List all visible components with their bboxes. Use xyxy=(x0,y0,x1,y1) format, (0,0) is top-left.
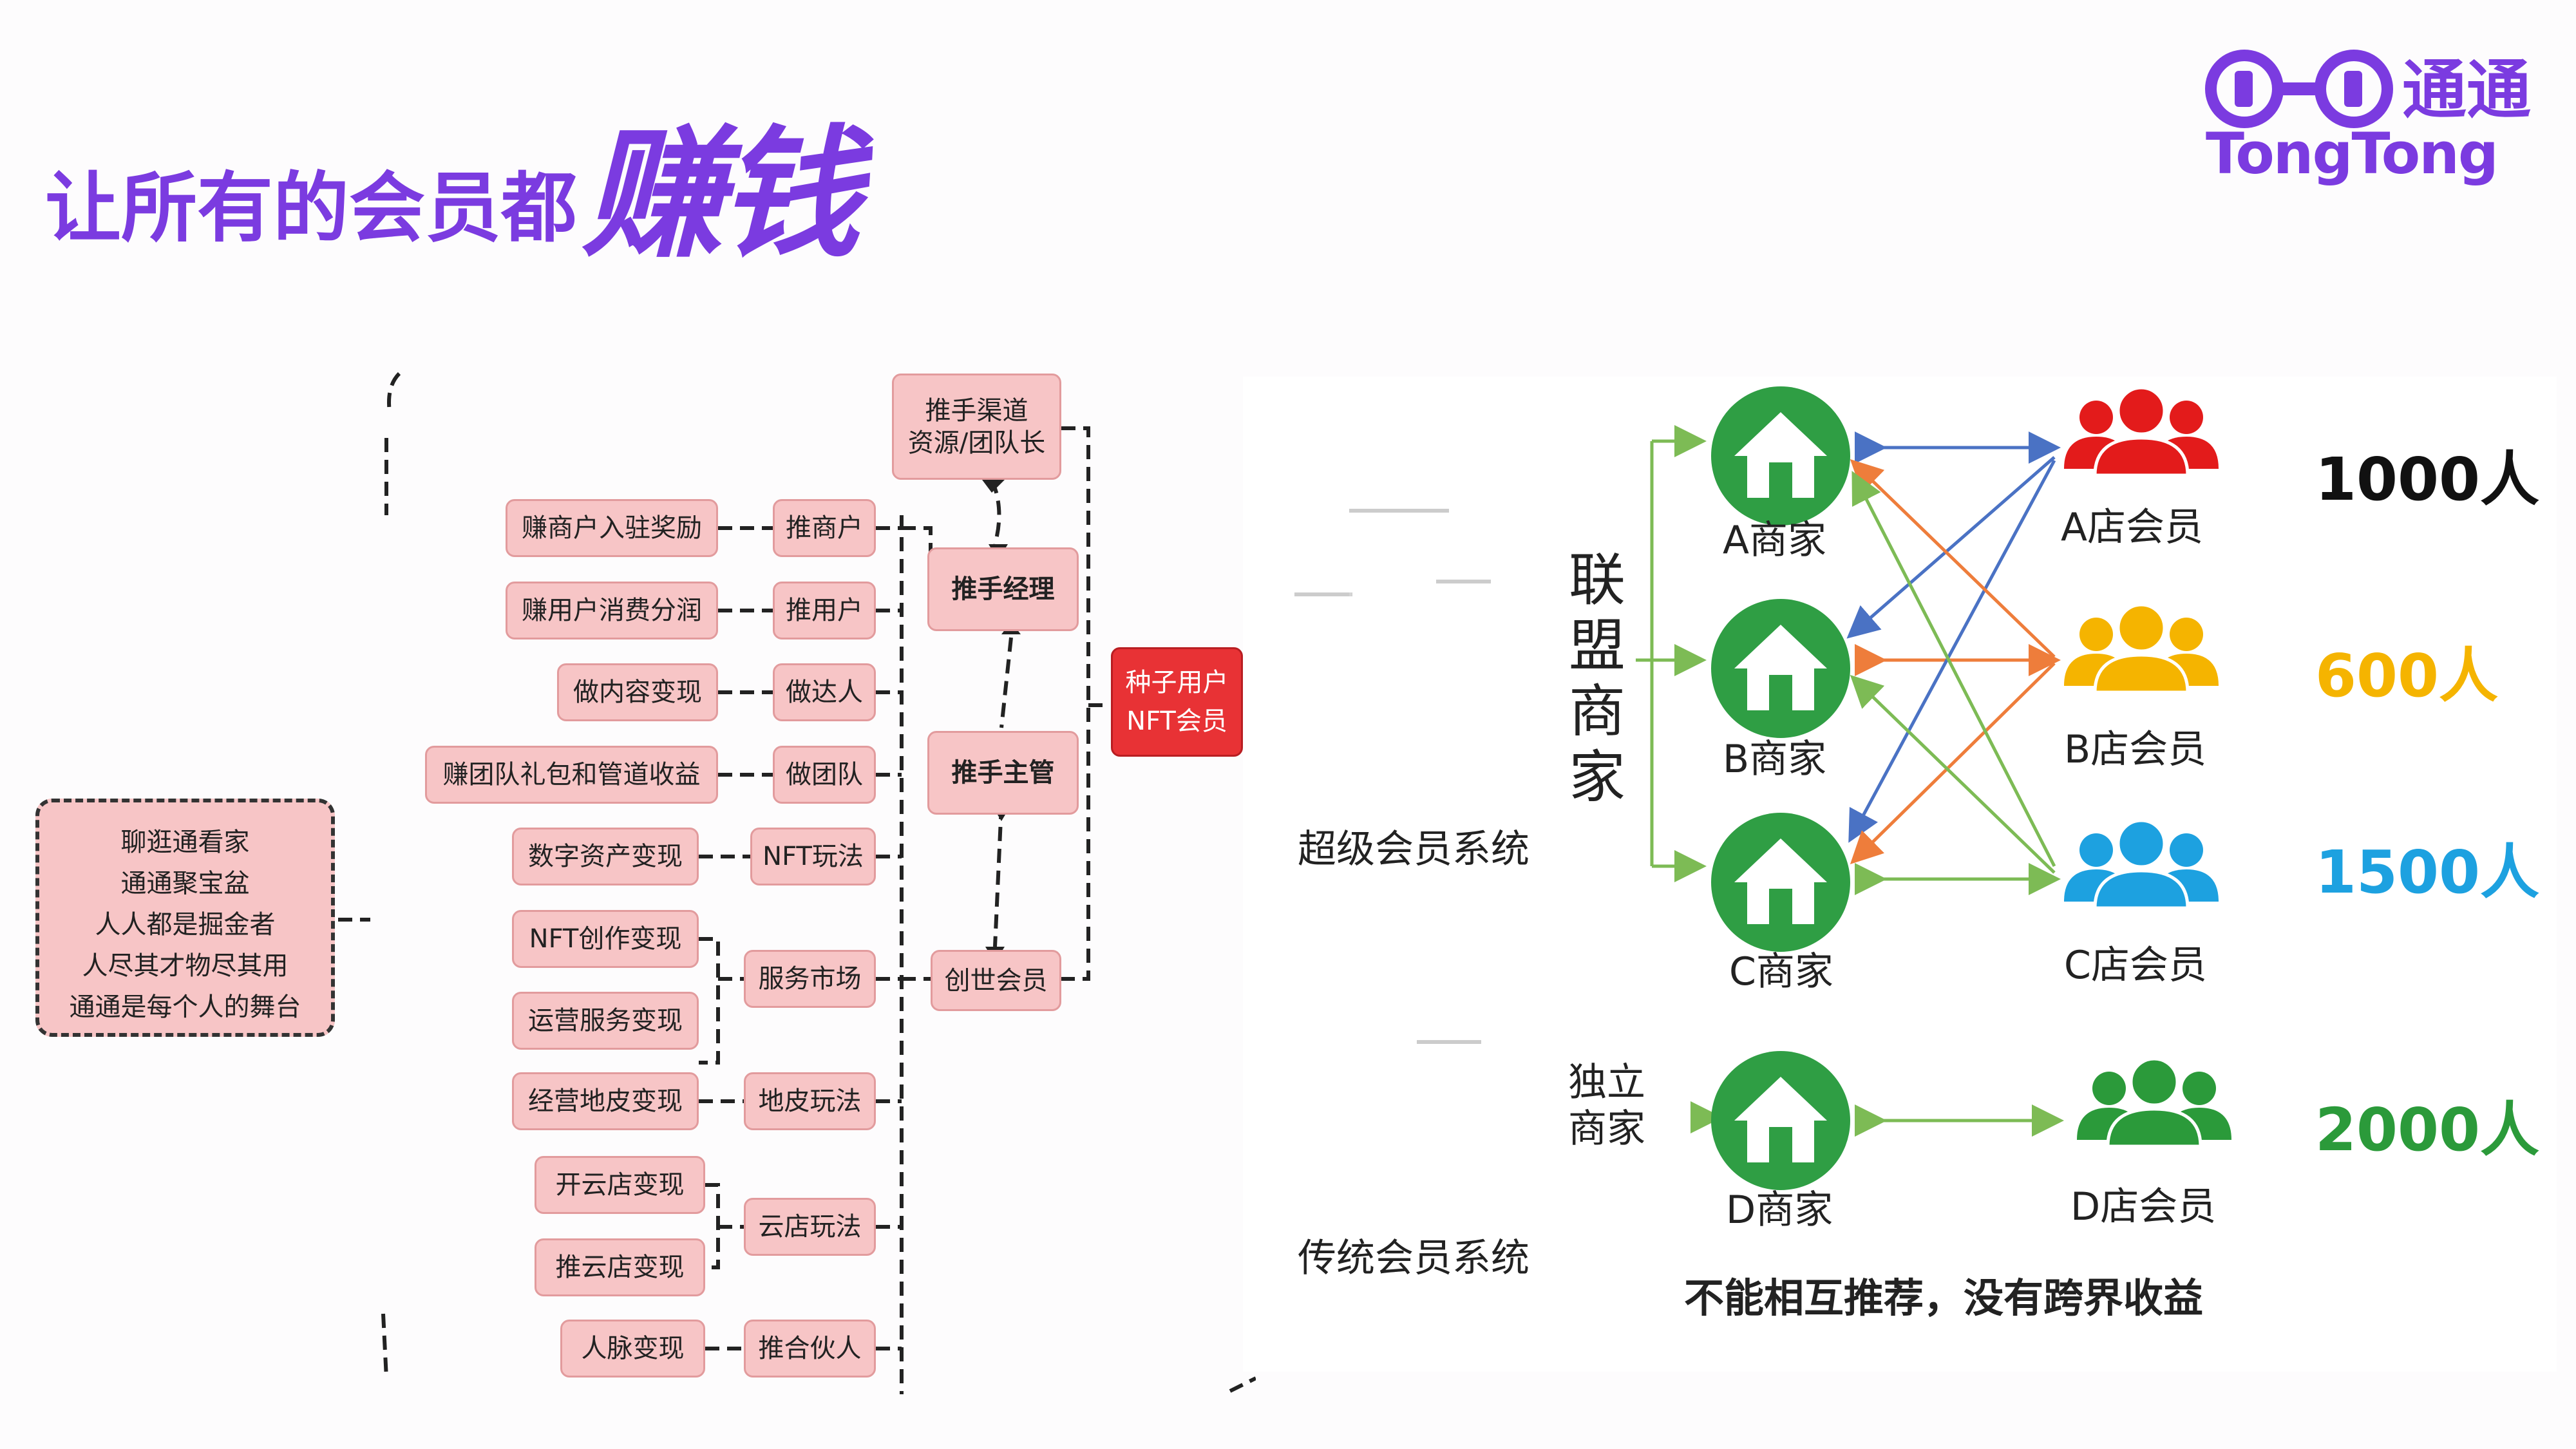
merchant-label: D商家 xyxy=(1726,1188,1833,1233)
title-main: 让所有的会员都 xyxy=(45,164,578,252)
merchant-label: C商家 xyxy=(1729,949,1833,994)
root-line: 人尽其才物尽其用 xyxy=(82,951,289,981)
action-node: NFT玩法 xyxy=(750,828,876,886)
earning-node: 赚商户入驻奖励 xyxy=(506,499,718,557)
action-node: 推商户 xyxy=(773,499,876,557)
seed-user-node: 种子用户 NFT会员 xyxy=(1111,647,1243,757)
action-node: 服务市场 xyxy=(744,950,876,1008)
earning-node: NFT创作变现 xyxy=(512,910,699,968)
alliance-merchant-label: 联盟商家 xyxy=(1568,547,1625,810)
tongtong-logo-icon xyxy=(2205,50,2393,128)
super-member-system-label: 超级会员系统 xyxy=(1298,827,1530,872)
role-channel-lead: 推手渠道 资源/团队长 xyxy=(892,374,1061,480)
logo-chinese: 通通 xyxy=(2402,52,2531,128)
earning-node: 赚团队礼包和管道收益 xyxy=(425,746,718,804)
house-icon xyxy=(1711,386,1850,526)
member-count: 600人 xyxy=(2315,641,2499,710)
root-line: 人人都是掘金者 xyxy=(95,910,276,940)
earning-node: 赚用户消费分润 xyxy=(506,582,718,639)
earning-node: 经营地皮变现 xyxy=(512,1072,699,1130)
action-node: 做达人 xyxy=(773,663,876,721)
members-icon xyxy=(2064,386,2219,475)
action-node: 云店玩法 xyxy=(744,1198,876,1256)
slide-title: 让所有的会员都赚钱 xyxy=(45,109,860,279)
building-icon xyxy=(1294,592,1352,764)
earning-node: 数字资产变现 xyxy=(512,828,699,886)
house-icon xyxy=(1711,813,1850,952)
member-count: 2000人 xyxy=(2315,1095,2540,1164)
action-node: 做团队 xyxy=(773,746,876,804)
house-icon xyxy=(1711,599,1850,738)
mindmap-connectors xyxy=(338,372,1256,1394)
earning-node: 运营服务变现 xyxy=(512,992,699,1050)
action-node: 推合伙人 xyxy=(744,1320,876,1378)
building-icon xyxy=(1436,580,1491,722)
member-count: 1500人 xyxy=(2315,838,2540,907)
building-icon xyxy=(1349,509,1449,732)
member-label: B店会员 xyxy=(2064,727,2207,772)
members-icon xyxy=(2077,1057,2231,1146)
members-icon xyxy=(2064,603,2219,692)
title-emphasis: 赚钱 xyxy=(582,112,860,277)
members-icon xyxy=(2064,819,2219,908)
root-line: 通通聚宝盆 xyxy=(120,869,250,898)
earning-node: 人脉变现 xyxy=(560,1320,705,1378)
relation-arrows xyxy=(1636,425,2064,1137)
role-push-manager: 推手经理 xyxy=(927,547,1079,631)
role-push-supervisor: 推手主管 xyxy=(927,731,1079,815)
member-count: 1000人 xyxy=(2315,445,2540,514)
house-icon xyxy=(1711,1051,1850,1190)
limitation-note: 不能相互推荐，没有跨界收益 xyxy=(1684,1274,2204,1321)
member-label: D店会员 xyxy=(2070,1184,2217,1229)
merchant-label: B商家 xyxy=(1723,737,1827,782)
root-line: 聊逛通看家 xyxy=(120,828,250,857)
logo-latin: TongTong xyxy=(2206,120,2499,187)
earning-node: 推云店变现 xyxy=(535,1238,705,1296)
traditional-member-system-label: 传统会员系统 xyxy=(1298,1236,1530,1281)
merchant-label: A商家 xyxy=(1723,518,1827,563)
member-label: C店会员 xyxy=(2064,943,2207,988)
role-founder-member: 创世会员 xyxy=(931,950,1061,1011)
root-node: 聊逛通看家 通通聚宝盆 人人都是掘金者 人尽其才物尽其用 通通是每个人的舞台 xyxy=(35,799,335,1037)
earning-node: 开云店变现 xyxy=(535,1156,705,1214)
independent-merchant-label: 独立商家 xyxy=(1568,1060,1645,1151)
action-node: 地皮玩法 xyxy=(744,1072,876,1130)
root-line: 通通是每个人的舞台 xyxy=(69,992,301,1022)
action-node: 推用户 xyxy=(773,582,876,639)
member-label: A店会员 xyxy=(2061,505,2204,550)
building-icon xyxy=(1417,1040,1481,1189)
earning-node: 做内容变现 xyxy=(557,663,718,721)
